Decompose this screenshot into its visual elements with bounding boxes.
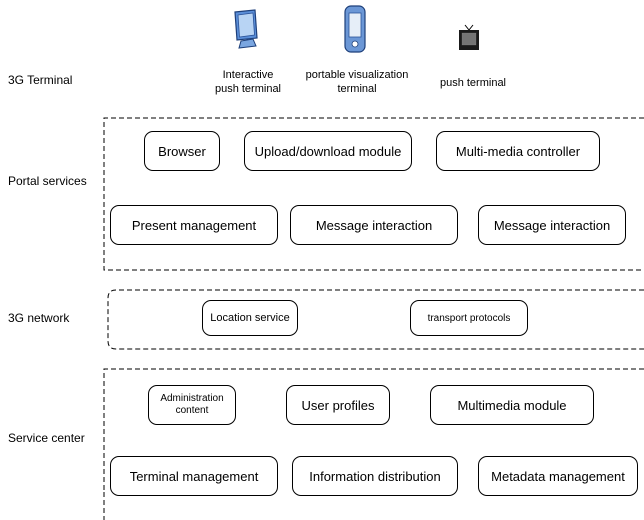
layer-label-network: 3G network [8,311,70,325]
network-frame [107,289,644,350]
user-profiles-box: User profiles [286,385,390,425]
layer-label-terminal: 3G Terminal [8,73,73,87]
device-label-push: push terminal [439,77,507,89]
layer-label-service: Service center [8,431,85,445]
pda-handheld-icon [342,4,370,56]
information-distribution-box: Information distribution [292,456,458,496]
layer-label-portal: Portal services [8,174,87,188]
multimedia-module-box: Multimedia module [430,385,594,425]
message-interaction-box-2: Message interaction [478,205,626,245]
location-service-box: Location service [202,300,298,336]
browser-box: Browser [144,131,220,171]
desktop-monitor-icon [229,8,265,52]
transport-protocols-box: transport protocols [410,300,528,336]
device-label-portable: portable visualization terminal [305,69,409,95]
upload-download-module-box: Upload/download module [244,131,412,171]
tv-icon [456,24,482,54]
administration-content-box: Administration content [148,385,236,425]
metadata-management-box: Metadata management [478,456,638,496]
device-label-interactive: Interactive push terminal [214,69,282,95]
portal-frame [103,117,644,271]
multimedia-controller-box: Multi-media controller [436,131,600,171]
terminal-management-box: Terminal management [110,456,278,496]
present-management-box: Present management [110,205,278,245]
service-frame [103,368,644,492]
message-interaction-box-1: Message interaction [290,205,458,245]
